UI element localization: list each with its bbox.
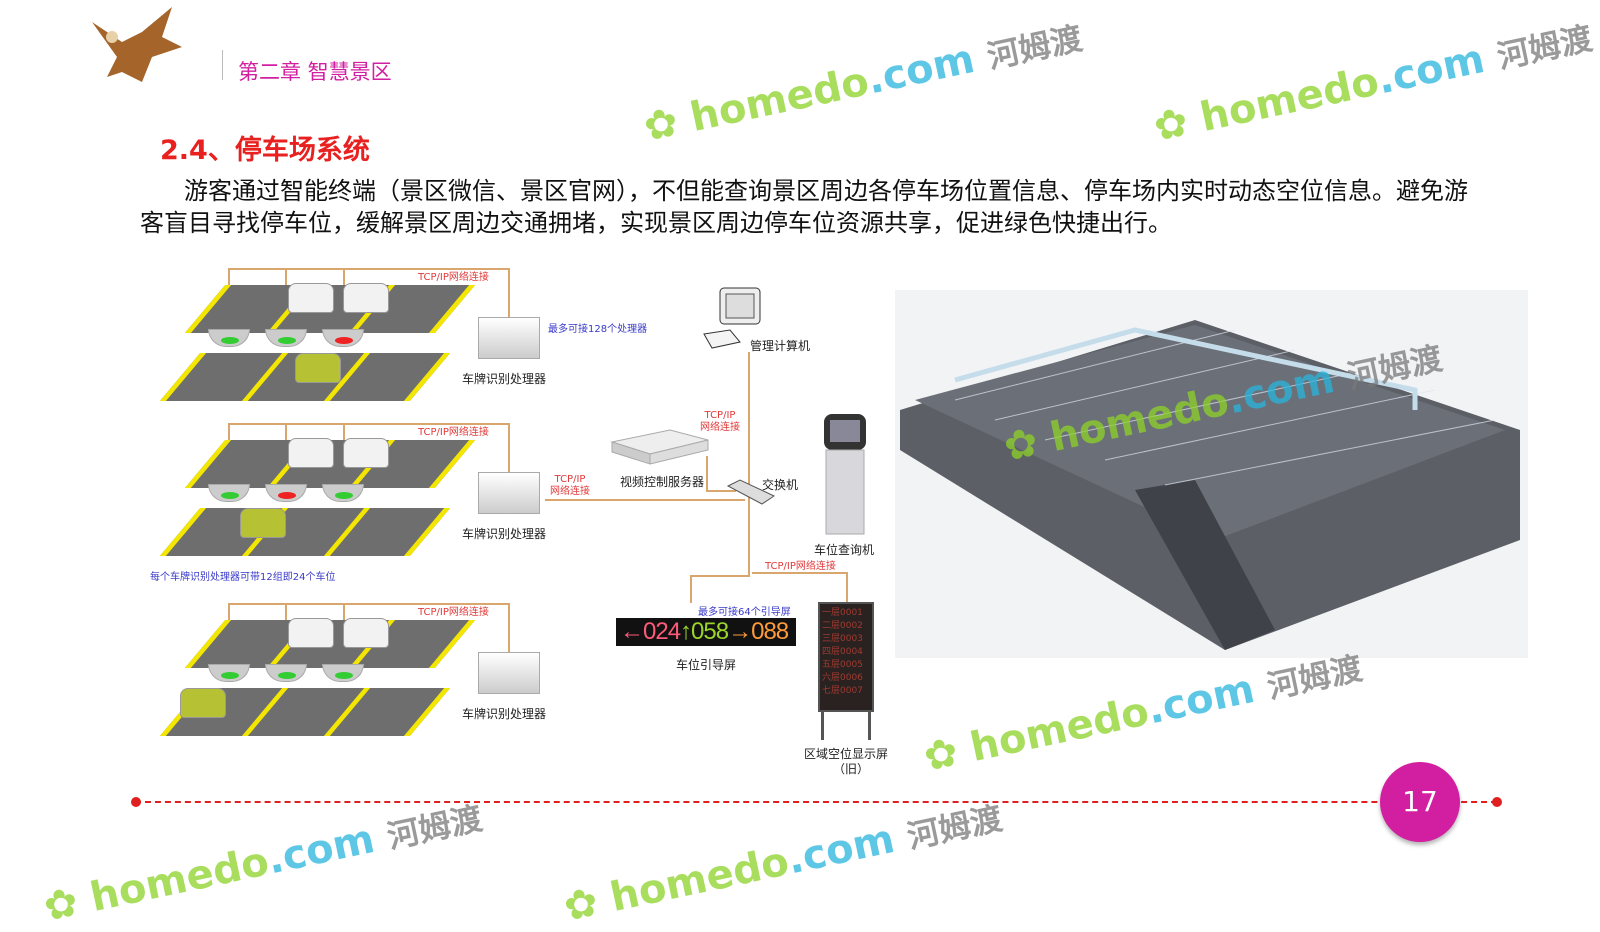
parking-sensor — [265, 329, 307, 347]
parking-3d-image — [895, 290, 1528, 658]
parking-sensor — [208, 329, 250, 347]
tcp-label: TCP/IP网络连接 — [765, 561, 836, 572]
parking-sensor — [208, 664, 250, 682]
tcp-label: TCP/IP网络连接 — [418, 272, 489, 283]
switch-icon — [726, 479, 776, 505]
section-title: 2.4、停车场系统 — [160, 135, 370, 166]
tcp-label: TCP/IP网络连接 — [418, 427, 489, 438]
max-screens-note: 最多可接64个引导屏 — [698, 607, 791, 618]
parking-system-diagram: 车牌识别处理器 TCP/IP网络连接 车牌识别处理器 TCP/IP网络连接 车牌… — [0, 0, 900, 800]
processor-label: 车牌识别处理器 — [462, 372, 547, 386]
video-server-label: 视频控制服务器 — [620, 475, 705, 489]
parking-sensor — [208, 484, 250, 502]
watermark: ✿ homedo.com 河姆渡 — [559, 798, 1006, 931]
zone-row: 五层0005 — [822, 660, 863, 670]
guide-screen: ←024↑058→088 — [616, 618, 796, 646]
zone-row: 七层0007 — [822, 686, 863, 696]
watermark: ✿ homedo.com 河姆渡 — [39, 798, 486, 931]
chapter-title: 第二章 智慧景区 — [238, 60, 392, 84]
page-number: 17 — [1380, 762, 1460, 842]
kiosk-label: 车位查询机 — [814, 543, 875, 557]
plate-processor-icon — [478, 652, 540, 694]
watermark: ✿ homedo.com 河姆渡 — [1149, 18, 1596, 151]
plate-processor-icon — [478, 472, 540, 514]
parking-sensor — [322, 484, 364, 502]
zone-display-label: 区域空位显示屏 — [804, 747, 889, 761]
zone-display-sub: （旧） — [833, 762, 870, 776]
zone-row: 四层0004 — [822, 647, 863, 657]
max-processors-note: 最多可接128个处理器 — [548, 324, 648, 335]
header-divider — [222, 50, 223, 80]
kiosk-icon — [824, 414, 866, 535]
section-body: 游客通过智能终端（景区微信、景区官网），不但能查询景区周边各停车场位置信息、停车… — [140, 177, 1468, 237]
eagle-logo — [92, 7, 182, 82]
zone-display: 一层0001 二层0002 三层0003 四层0004 五层0005 六层0006 七层00… — [818, 602, 874, 712]
parking-sensor — [265, 664, 307, 682]
parking-sensor — [322, 329, 364, 347]
zone-row: 六层0006 — [822, 673, 863, 683]
parking-sensor — [265, 484, 307, 502]
footer-divider — [135, 801, 1497, 803]
computer-label: 管理计算机 — [750, 339, 811, 353]
guide-screen-label: 车位引导屏 — [676, 658, 737, 672]
switch-label: 交换机 — [762, 478, 799, 492]
processor-label: 车牌识别处理器 — [462, 707, 547, 721]
parking-sensor — [322, 664, 364, 682]
computer-icon — [703, 287, 761, 349]
processor-label: 车牌识别处理器 — [462, 527, 547, 541]
zone-row: 三层0003 — [822, 634, 863, 644]
zone-row: 二层0002 — [822, 621, 863, 631]
plate-processor-icon — [478, 317, 540, 359]
tcp-label: TCP/IP网络连接 — [418, 607, 489, 618]
zone-row: 一层0001 — [822, 608, 863, 618]
video-server-icon — [610, 429, 709, 465]
watermark: ✿ homedo.com 河姆渡 — [919, 648, 1366, 781]
per-processor-note: 每个车牌识别处理器可带12组即24个车位 — [150, 572, 336, 583]
